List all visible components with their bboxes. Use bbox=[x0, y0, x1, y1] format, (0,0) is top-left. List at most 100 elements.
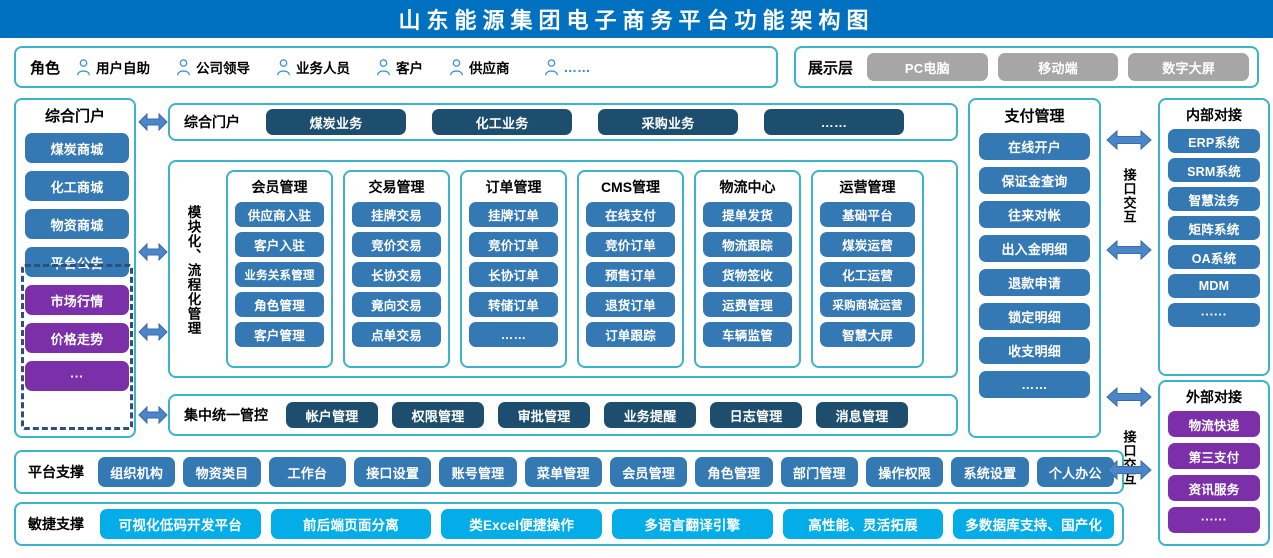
module-item[interactable]: 业务关系管理 bbox=[235, 262, 324, 287]
presentation-item-bigscreen[interactable]: 数字大屏 bbox=[1128, 53, 1249, 81]
module-item[interactable]: 客户管理 bbox=[235, 322, 324, 347]
payment-item[interactable]: 锁定明细 bbox=[979, 303, 1090, 330]
module-item[interactable]: 车辆监管 bbox=[703, 322, 792, 347]
business-item-more[interactable]: …… bbox=[764, 109, 904, 135]
payment-item[interactable]: 往来对帐 bbox=[979, 201, 1090, 228]
internal-docking-item[interactable]: ······ bbox=[1168, 303, 1260, 327]
payment-item[interactable]: 出入金明细 bbox=[979, 235, 1090, 262]
module-item[interactable]: 点单交易 bbox=[352, 322, 441, 347]
module-column-trade: 交易管理 挂牌交易 竞价交易 长协交易 竟向交易 点单交易 bbox=[343, 170, 450, 368]
platform-support-item[interactable]: 物资类目 bbox=[183, 457, 261, 487]
module-item[interactable]: 基础平台 bbox=[820, 202, 915, 227]
module-item[interactable]: 退货订单 bbox=[586, 292, 675, 317]
internal-docking-item[interactable]: ERP系统 bbox=[1168, 129, 1260, 153]
platform-support-item[interactable]: 部门管理 bbox=[780, 457, 858, 487]
portal-item-material-mall[interactable]: 物资商城 bbox=[25, 209, 129, 239]
module-item[interactable]: 竞价交易 bbox=[352, 232, 441, 257]
module-item[interactable]: 转储订单 bbox=[469, 292, 558, 317]
external-docking-item[interactable]: 资讯服务 bbox=[1168, 475, 1260, 501]
central-item-message[interactable]: 消息管理 bbox=[816, 402, 908, 428]
internal-docking-item[interactable]: MDM bbox=[1168, 274, 1260, 298]
external-docking-item[interactable]: ······ bbox=[1168, 507, 1260, 533]
payment-item[interactable]: 收支明细 bbox=[979, 337, 1090, 364]
module-item[interactable]: 竞价订单 bbox=[469, 232, 558, 257]
module-item[interactable]: 挂牌交易 bbox=[352, 202, 441, 227]
business-item-chemical[interactable]: 化工业务 bbox=[432, 109, 572, 135]
portal-item-coal-mall[interactable]: 煤炭商城 bbox=[25, 133, 129, 163]
module-item[interactable]: 在线支付 bbox=[586, 202, 675, 227]
platform-support-item[interactable]: 接口设置 bbox=[353, 457, 432, 487]
person-icon bbox=[177, 58, 190, 75]
payment-item[interactable]: 退款申请 bbox=[979, 269, 1090, 296]
internal-docking-item[interactable]: OA系统 bbox=[1168, 245, 1260, 269]
module-item[interactable]: …… bbox=[469, 322, 558, 347]
role-item[interactable]: 供应商 bbox=[449, 57, 510, 77]
module-item[interactable]: 供应商入驻 bbox=[235, 202, 324, 227]
module-item[interactable]: 智慧大屏 bbox=[820, 322, 915, 347]
role-item[interactable]: 用户自助 bbox=[76, 57, 150, 77]
module-item[interactable]: 客户入驻 bbox=[235, 232, 324, 257]
business-item-procurement[interactable]: 采购业务 bbox=[598, 109, 738, 135]
module-item[interactable]: 竟向交易 bbox=[352, 292, 441, 317]
external-docking-item[interactable]: 第三支付 bbox=[1168, 443, 1260, 469]
module-item[interactable]: 预售订单 bbox=[586, 262, 675, 287]
central-item-reminder[interactable]: 业务提醒 bbox=[604, 402, 696, 428]
platform-support-item[interactable]: 账号管理 bbox=[439, 457, 517, 487]
module-item[interactable]: 化工运营 bbox=[820, 262, 915, 287]
external-docking-item[interactable]: 物流快递 bbox=[1168, 411, 1260, 437]
module-item[interactable]: 角色管理 bbox=[235, 292, 324, 317]
module-item[interactable]: 煤炭运营 bbox=[820, 232, 915, 257]
connector-arrow-portal-central bbox=[138, 405, 168, 425]
roles-panel: 角色 用户自助 公司领导 业务人员 客户 供应商 bbox=[14, 46, 778, 88]
portal-item-price-trend[interactable]: 价格走势 bbox=[25, 323, 129, 353]
module-item[interactable]: 货物签收 bbox=[703, 262, 792, 287]
module-item[interactable]: 物流跟踪 bbox=[703, 232, 792, 257]
presentation-item-pc[interactable]: PC电脑 bbox=[867, 53, 988, 81]
central-item-log[interactable]: 日志管理 bbox=[710, 402, 802, 428]
platform-support-item[interactable]: 菜单管理 bbox=[524, 457, 602, 487]
portal-item-more[interactable]: ··· bbox=[25, 361, 129, 391]
presentation-item-mobile[interactable]: 移动端 bbox=[997, 53, 1119, 81]
module-item[interactable]: 竞价订单 bbox=[586, 232, 675, 257]
module-item[interactable]: 挂牌订单 bbox=[469, 202, 558, 227]
portal-item-market-quotes[interactable]: 市场行情 bbox=[25, 285, 129, 315]
central-item-permission[interactable]: 权限管理 bbox=[392, 402, 484, 428]
platform-support-item[interactable]: 角色管理 bbox=[695, 457, 773, 487]
central-item-approval[interactable]: 审批管理 bbox=[498, 402, 590, 428]
business-row-panel: 综合门户 煤炭业务 化工业务 采购业务 …… bbox=[168, 103, 958, 141]
platform-support-item[interactable]: 操作权限 bbox=[865, 457, 944, 487]
platform-support-item[interactable]: 个人办公 bbox=[1036, 457, 1114, 487]
internal-docking-item[interactable]: SRM系统 bbox=[1168, 158, 1260, 182]
module-title: 运营管理 bbox=[839, 179, 896, 195]
platform-support-item[interactable]: 会员管理 bbox=[609, 457, 688, 487]
module-item[interactable]: 长协交易 bbox=[352, 262, 441, 287]
platform-support-item[interactable]: 组织机构 bbox=[98, 457, 176, 487]
internal-docking-item[interactable]: 智慧法务 bbox=[1168, 187, 1260, 211]
agile-support-item[interactable]: 多语言翻译引擎 bbox=[612, 509, 773, 539]
role-item[interactable]: 业务人员 bbox=[276, 57, 350, 77]
agile-support-item[interactable]: 高性能、灵活拓展 bbox=[782, 509, 944, 539]
agile-support-item[interactable]: 多数据库支持、国产化 bbox=[953, 509, 1115, 539]
module-title: 订单管理 bbox=[485, 179, 542, 195]
portal-item-chemical-mall[interactable]: 化工商城 bbox=[25, 171, 129, 201]
central-item-account[interactable]: 帐户管理 bbox=[286, 402, 378, 428]
module-item[interactable]: 运费管理 bbox=[703, 292, 792, 317]
role-item[interactable]: …… bbox=[544, 58, 591, 76]
payment-item[interactable]: 保证金查询 bbox=[979, 167, 1090, 194]
module-item[interactable]: 订单跟踪 bbox=[586, 322, 675, 347]
role-label: 供应商 bbox=[469, 61, 510, 76]
business-item-coal[interactable]: 煤炭业务 bbox=[266, 109, 406, 135]
platform-support-item[interactable]: 工作台 bbox=[268, 457, 346, 487]
role-item[interactable]: 公司领导 bbox=[176, 57, 250, 77]
module-item[interactable]: 采购商城运营 bbox=[820, 292, 915, 317]
agile-support-item[interactable]: 类Excel便捷操作 bbox=[441, 509, 603, 539]
payment-item[interactable]: 在线开户 bbox=[979, 133, 1090, 160]
agile-support-item[interactable]: 前后端页面分离 bbox=[270, 509, 432, 539]
payment-item[interactable]: …… bbox=[979, 371, 1090, 398]
agile-support-item[interactable]: 可视化低码开发平台 bbox=[100, 509, 261, 539]
module-item[interactable]: 长协订单 bbox=[469, 262, 558, 287]
role-item[interactable]: 客户 bbox=[376, 57, 423, 77]
module-item[interactable]: 提单发货 bbox=[703, 202, 792, 227]
internal-docking-item[interactable]: 矩阵系统 bbox=[1168, 216, 1260, 240]
platform-support-item[interactable]: 系统设置 bbox=[951, 457, 1029, 487]
